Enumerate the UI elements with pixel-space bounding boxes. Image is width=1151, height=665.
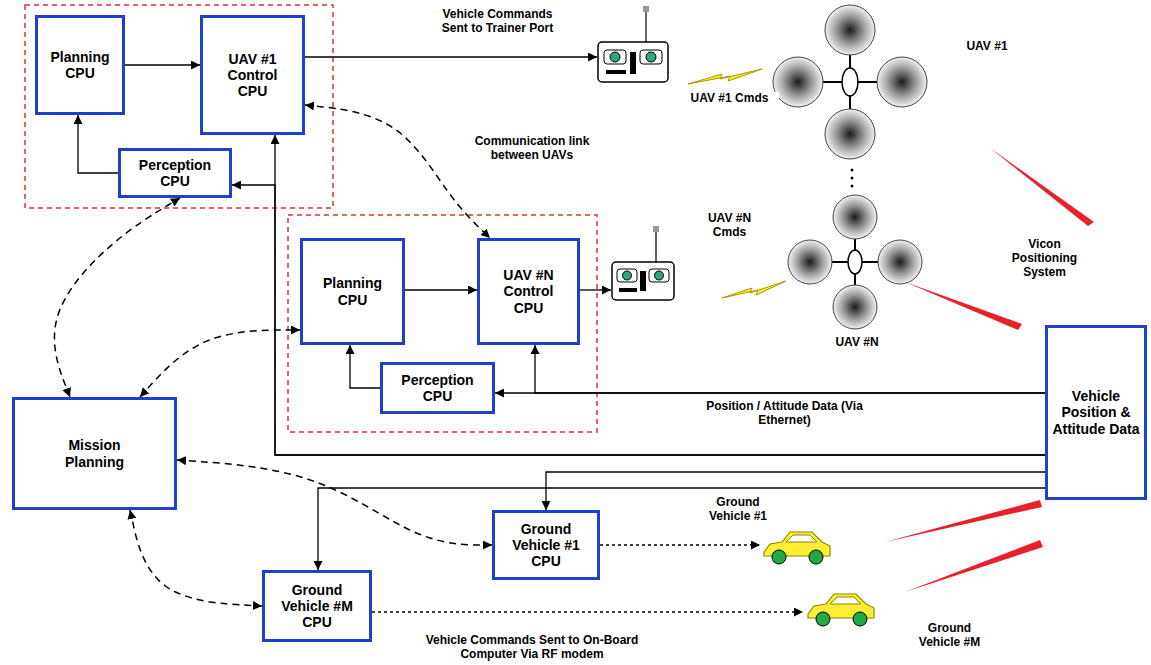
box-text-group: Perception CPU [393, 372, 483, 404]
process-box: Planning CPU [35, 15, 125, 115]
command-line [580, 289, 611, 290]
annotation-label: Vicon Positioning System [1000, 238, 1089, 279]
data-flow-arrow [546, 472, 1045, 510]
annotation-label: UAV #1 Cmds [680, 92, 779, 106]
box-label: Ground Vehicle #M CPU [275, 582, 360, 630]
annotation-label: Vehicle Commands Sent to Trainer Port [428, 8, 567, 36]
box-text-group: Ground Vehicle #M CPU [275, 582, 360, 630]
annotation-label: Position / Attitude Data (Via Ethernet) [700, 400, 869, 428]
quadrotor [788, 195, 922, 329]
box-text-group: Ground Vehicle #1 CPU [504, 521, 589, 569]
radio-link-bolt [688, 69, 762, 84]
connector-layer [54, 65, 1045, 606]
process-box: Vehicle Position & Attitude Data [1045, 325, 1147, 500]
process-box: Perception CPU [380, 362, 495, 414]
process-box: Ground Vehicle #1 CPU [492, 510, 600, 580]
process-box: Ground Vehicle #M CPU [262, 570, 372, 642]
box-label: Perception CPU [130, 157, 220, 189]
rc-transmitter [612, 226, 674, 300]
annotation-label: Ground Vehicle #M [905, 622, 994, 650]
data-flow-arrow [318, 488, 1045, 570]
edge-label: Communication link between UAVs [465, 135, 599, 163]
box-text-group: Vehicle Position & Attitude Data [1052, 388, 1140, 436]
uav-group-outline [25, 5, 333, 208]
data-flow-arrow [405, 289, 477, 290]
rf-command-line [372, 611, 803, 612]
command-line [305, 56, 597, 57]
process-box: Perception CPU [118, 148, 232, 198]
process-box: UAV #1 Control CPU [200, 15, 305, 135]
box-text-group: Planning CPU [315, 275, 390, 307]
box-text-group: Planning CPU [43, 49, 118, 81]
data-flow-arrow [78, 115, 118, 173]
box-label: Mission Planning [50, 437, 140, 469]
ground-vehicle-car [808, 594, 874, 626]
data-flow-arrow [535, 345, 1045, 393]
data-flow-arrow [125, 64, 200, 65]
rf-command-line [600, 544, 760, 545]
annotation-label: UAV #1 [955, 40, 1019, 54]
dashed-link [177, 460, 492, 545]
radio-link-bolt [722, 281, 786, 298]
data-flow-arrow [275, 135, 1045, 455]
data-flow-arrow [232, 185, 1045, 455]
ellipsis-dots [851, 169, 854, 188]
annotation-label: UAV #N Cmds [695, 212, 764, 240]
uav-group-outline [288, 215, 597, 432]
box-label: Planning CPU [315, 275, 390, 307]
box-label: UAV #1 Control CPU [213, 51, 293, 99]
rc-transmitter [598, 6, 668, 82]
box-label: Planning CPU [43, 49, 118, 81]
process-box: Planning CPU [300, 238, 405, 345]
box-text-group: UAV #1 Control CPU [213, 51, 293, 99]
dashed-link [54, 198, 180, 397]
quadrotor [773, 5, 927, 159]
dashed-link [140, 330, 300, 397]
box-text-group: Mission Planning [50, 437, 140, 469]
box-label: UAV #N Control CPU [489, 267, 569, 315]
box-text-group: Perception CPU [130, 157, 220, 189]
process-box: Mission Planning [12, 397, 177, 510]
box-label: Vehicle Position & Attitude Data [1052, 388, 1140, 436]
box-text-group: UAV #N Control CPU [489, 267, 569, 315]
dashed-link [130, 510, 262, 606]
process-box: UAV #N Control CPU [477, 238, 580, 345]
data-flow-arrow [350, 345, 380, 388]
box-label: Perception CPU [393, 372, 483, 404]
annotation-label: Ground Vehicle #1 [700, 496, 776, 524]
annotation-label: Vehicle Commands Sent to On-Board Comput… [400, 634, 664, 662]
box-label: Ground Vehicle #1 CPU [504, 521, 589, 569]
annotation-label: UAV #N [820, 336, 894, 350]
ground-vehicle-car [764, 532, 830, 564]
dashed-link [305, 105, 490, 238]
